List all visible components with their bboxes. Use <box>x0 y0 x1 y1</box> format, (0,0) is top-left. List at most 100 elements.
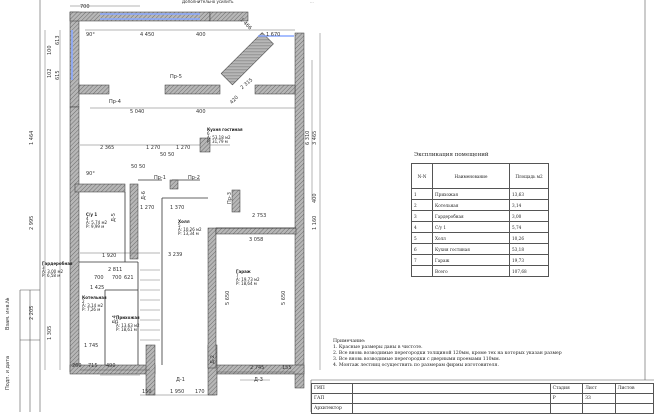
note-item: 3. Все вновь возводимые перегородки с дв… <box>333 357 501 362</box>
columns <box>169 137 241 213</box>
room-area: A: 5,74 м2 <box>86 220 108 225</box>
opening-d5: Д-5 <box>111 213 117 222</box>
room-number: 4 <box>86 216 89 221</box>
room-area: A: 19,73 м2 <box>236 277 260 282</box>
dim-5040: 5 040 <box>130 109 145 115</box>
dim-700a: 700 <box>94 275 104 281</box>
cell-area: 13,63 <box>509 188 549 200</box>
room-name: Гардеробная <box>42 261 73 266</box>
stamp-gip: ГИП <box>311 383 353 394</box>
dim-400c: 400 <box>312 193 318 203</box>
dim-1950: 1 950 <box>170 389 185 395</box>
cell-area: 53,18 <box>509 243 549 255</box>
dim-left-615: 615 <box>55 70 61 80</box>
cell-name: Прихожая <box>432 188 510 200</box>
room-perimeter: P: 18,61 м <box>116 327 137 332</box>
header-name: Наименование <box>432 163 510 189</box>
room-number: 5 <box>178 223 181 228</box>
room-perimeter: P: 7,26 м <box>82 307 101 312</box>
dim-5650a: 5 650 <box>225 290 231 305</box>
cell-num: 2 <box>411 199 433 211</box>
explication-title: Экспликация помещений <box>414 152 489 158</box>
dim-top-4450: 4 450 <box>140 32 155 38</box>
dim-5050b: 50 50 <box>131 164 146 170</box>
dim-2811: 2 811 <box>108 267 123 273</box>
opening-pr5: Пр-5 <box>170 74 182 80</box>
room-kitchen-living: Кухня гостиная 6 A: 53,18 м2 P: 31,79 м <box>207 128 243 144</box>
dim-1160: 1 160 <box>312 215 318 230</box>
dim-1370: 1 370 <box>170 205 185 211</box>
opening-pr3: Пр-3 <box>227 192 233 204</box>
dim-6310: 6 310 <box>305 130 311 145</box>
stamp-sheet: 33 <box>582 393 616 404</box>
room-name: Холл <box>178 219 190 224</box>
dim-490: 490 <box>106 363 116 369</box>
dim-1270b: 1 270 <box>176 145 191 151</box>
dimension-lines <box>44 5 321 396</box>
dim-top-700: 700 <box>80 4 90 10</box>
room-name: Прихожая <box>116 315 140 320</box>
dim-1270a: 1 270 <box>146 145 161 151</box>
cell-num: 3 <box>411 210 433 222</box>
dim-170: 170 <box>195 389 205 395</box>
stamp-sheets-header: Листов <box>614 383 654 394</box>
dim-3058: 3 058 <box>249 237 264 243</box>
stamp-stage-header: Стадия <box>549 383 584 394</box>
dim-left-100: 100 <box>47 45 53 55</box>
sheet-frame <box>19 0 654 412</box>
room-garage: Гараж 7 A: 19,73 м2 P: 18,64 м <box>236 270 260 286</box>
room-hall: Холл 5 A: 10,26 м2 P: 13,34 м <box>178 220 202 236</box>
cell-num: 1 <box>411 188 433 200</box>
opening-d3: Д-3 <box>254 377 263 383</box>
angle-90-mid: 90° <box>86 171 95 177</box>
dim-left-613: 613 <box>55 35 61 45</box>
room-area: A: 53,18 м2 <box>207 135 231 140</box>
cell-area: 5,74 <box>509 221 549 233</box>
dim-155: 155 <box>282 365 292 371</box>
cell-name: Котельная <box>432 199 510 211</box>
notes-title: Примечание: <box>333 339 366 344</box>
windows <box>71 13 294 80</box>
dim-715: 715 <box>88 363 98 369</box>
dim-1270c: 1 270 <box>140 205 155 211</box>
dim-700b: 700 <box>112 275 122 281</box>
dim-1745: 1 745 <box>84 343 99 349</box>
room-entrance: Прихожая 1 A: 13,63 м2 P: 18,61 м <box>116 316 140 332</box>
opening-pr4: Пр-4 <box>109 99 121 105</box>
exterior-walls <box>69 11 305 396</box>
room-name: Гараж <box>236 269 251 274</box>
cell-num: 4 <box>411 221 433 233</box>
cell-num: 5 <box>411 232 433 244</box>
room-number: 3 <box>42 265 45 270</box>
cell-name: С/у 1 <box>432 221 510 233</box>
room-wc: С/у 1 4 A: 5,74 м2 P: 9,99 м <box>86 213 107 229</box>
room-perimeter: P: 18,64 м <box>236 281 257 286</box>
side-label-inv: Взам. инв.№ <box>5 297 11 330</box>
stamp-architect: Архитектор <box>311 403 353 414</box>
opening-pr1: Пр-1 <box>154 175 166 181</box>
cell-name: Кухня гостиная <box>432 243 510 255</box>
stamp-sheet-header: Лист <box>582 383 616 394</box>
dim-5050a: 50 50 <box>160 152 175 158</box>
header-num: N-N <box>411 163 433 189</box>
stamp-gap: ГАП <box>311 393 353 404</box>
dim-3465: 3 465 <box>312 130 318 145</box>
opening-d6: Д-6 <box>141 191 147 200</box>
room-area: A: 13,63 м2 <box>116 323 140 328</box>
dim-2365: 2 365 <box>100 145 115 151</box>
dim-left-102: 102 <box>47 68 53 78</box>
cell-num: 6 <box>411 243 433 255</box>
note-item: 1. Красные размеры даны в чистоте. <box>333 345 423 350</box>
room-area: A: 10,26 м2 <box>178 227 202 232</box>
dim-1920: 1 920 <box>102 253 117 259</box>
room-boiler: Котельная 2 A: 3,14 м2 P: 7,26 м <box>82 296 107 312</box>
dim-top-400: 400 <box>196 32 206 38</box>
total-value: 107,68 <box>509 265 549 277</box>
